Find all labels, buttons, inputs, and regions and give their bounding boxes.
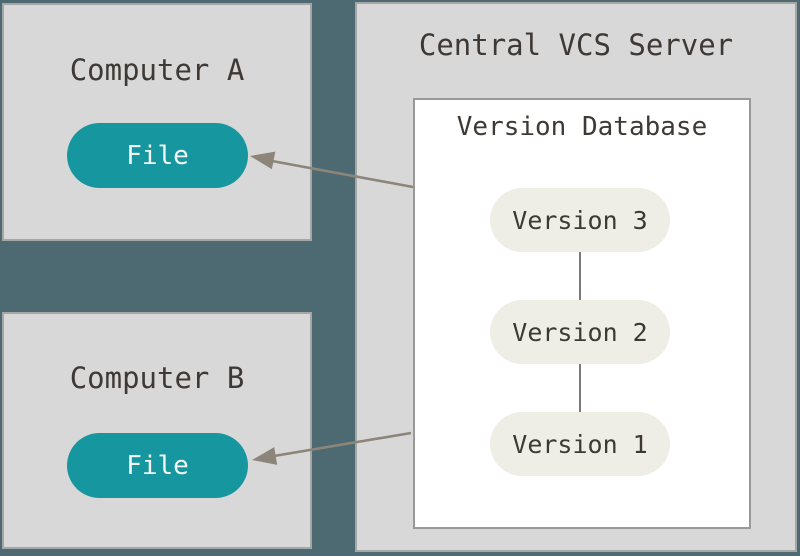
computer-a-file-label: File: [126, 140, 189, 171]
central-vcs-server-panel: Central VCS Server Version Database Vers…: [355, 2, 797, 552]
version-2-label: Version 2: [512, 317, 648, 347]
computer-a-title: Computer A: [69, 53, 245, 87]
computer-b-title: Computer B: [69, 361, 245, 395]
version-2-node: Version 2: [490, 300, 670, 364]
version-database-box: Version Database Version 3 Version 2 Ver…: [413, 98, 751, 529]
connector-version2-version1: [579, 364, 581, 412]
connector-version3-version2: [579, 252, 581, 300]
computer-b-file-label: File: [126, 450, 189, 481]
version-3-node: Version 3: [490, 188, 670, 252]
central-vcs-server-title: Central VCS Server: [418, 28, 734, 62]
version-1-node: Version 1: [490, 412, 670, 476]
computer-a-file-node: File: [67, 123, 248, 188]
version-database-title: Version Database: [456, 112, 708, 142]
computer-a-panel: Computer A File: [2, 3, 312, 241]
computer-b-panel: Computer B File: [2, 312, 312, 549]
version-3-label: Version 3: [512, 205, 648, 235]
version-1-label: Version 1: [512, 429, 648, 459]
computer-b-file-node: File: [67, 433, 248, 498]
